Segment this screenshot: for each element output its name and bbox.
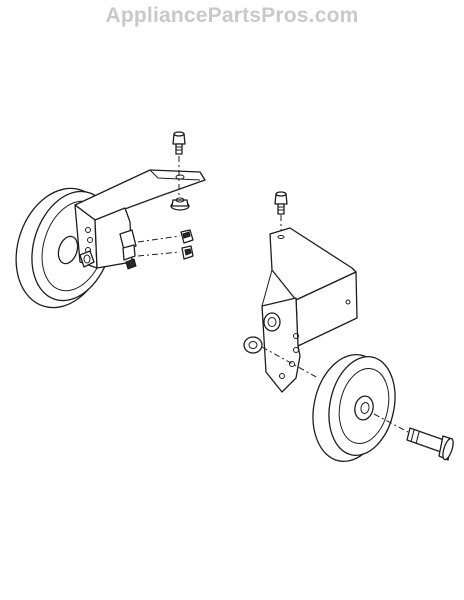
left-flange-nut-icon[interactable] xyxy=(170,197,190,211)
right-top-bolt-icon[interactable] xyxy=(274,191,288,215)
right-nut-icon[interactable] xyxy=(243,336,263,354)
left-side-nut-upper-icon[interactable] xyxy=(180,229,194,244)
right-spacer-icon[interactable] xyxy=(263,312,281,332)
right-wheel-assembly xyxy=(243,191,455,469)
watermark-logo: AppliancePartsPros.com xyxy=(105,4,359,27)
right-axle-centerline xyxy=(373,413,409,433)
left-upper-centerline xyxy=(137,235,181,243)
left-side-bolt-icon[interactable] xyxy=(119,229,137,270)
right-wheel-icon[interactable] xyxy=(304,348,404,469)
left-top-bolt-icon[interactable] xyxy=(172,131,186,155)
left-side-nut-lower-icon[interactable] xyxy=(181,245,194,260)
left-bracket-icon[interactable] xyxy=(74,169,206,269)
right-axle-bolt-icon[interactable] xyxy=(406,427,455,461)
right-nut-centerline xyxy=(261,346,319,379)
left-wheel-assembly xyxy=(15,131,206,309)
left-lower-centerline xyxy=(137,251,181,257)
left-hub-nut-icon xyxy=(79,250,95,268)
